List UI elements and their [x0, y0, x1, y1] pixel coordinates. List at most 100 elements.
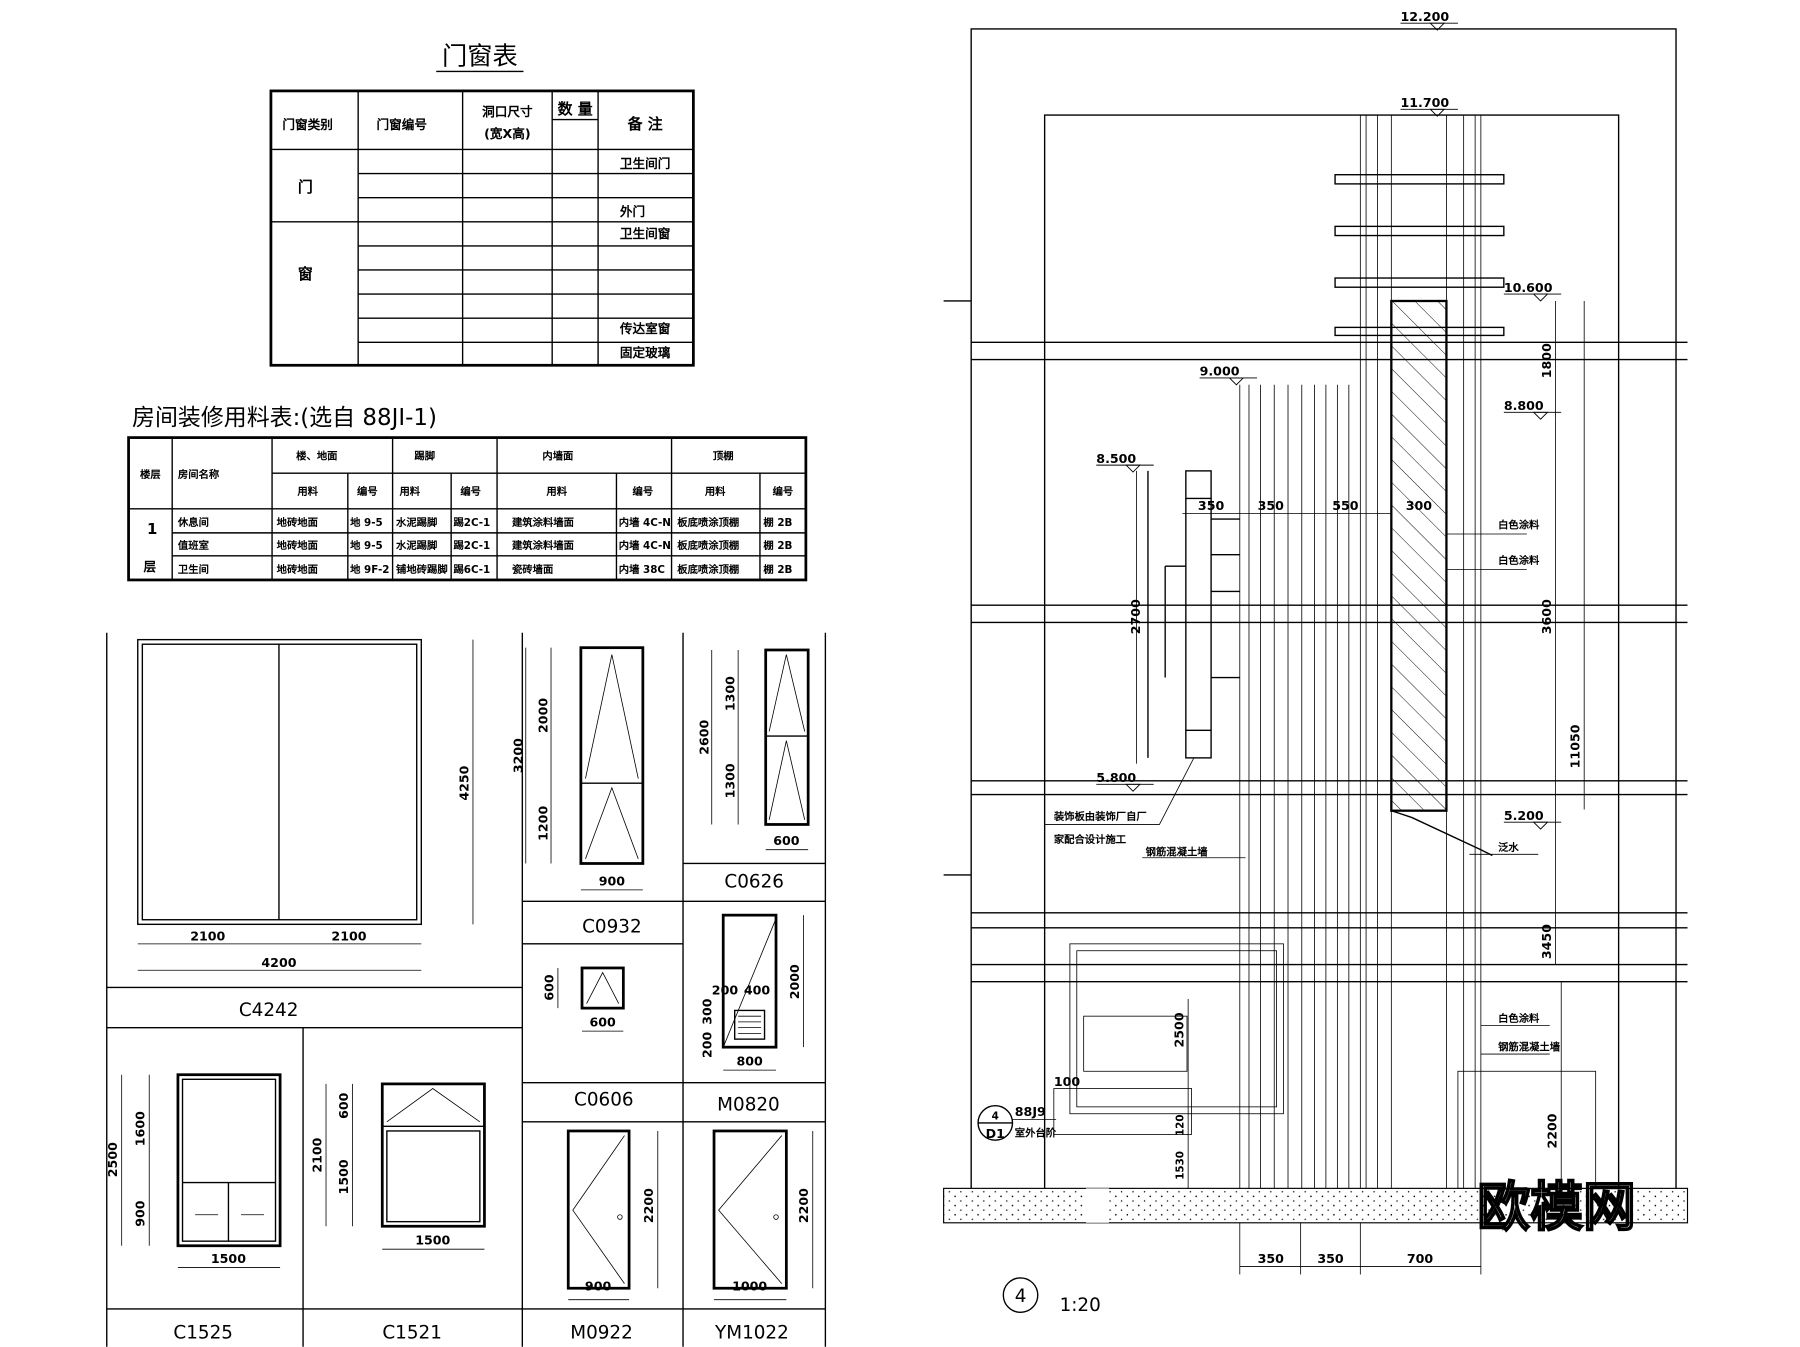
- dim: 1500: [336, 1159, 351, 1194]
- finish-rows: 休息间地砖地面 地 9-5 水泥踢脚 踢2C-1 建筑涂料墙面 内墙 4C-N 板底喷涂顶棚…: [177, 516, 793, 576]
- dim: 1300: [723, 676, 738, 711]
- level-markers: 12.20011.70010.6009.0008.8008.5005.8005.…: [1096, 9, 1562, 830]
- dim: 900: [133, 1200, 148, 1227]
- level-label: 8.500: [1096, 451, 1136, 466]
- note: 泛水: [1498, 841, 1519, 854]
- table-cell: 内墙 4C-N: [619, 516, 671, 529]
- header-code: 门窗编号: [377, 117, 428, 132]
- window-label: C0606: [574, 1090, 634, 1111]
- level-triangle-icon: [1429, 22, 1446, 31]
- window-label: C0626: [724, 872, 784, 893]
- subheader-code: 编号: [633, 485, 654, 498]
- dim-v: 2200: [1545, 1113, 1560, 1148]
- dim: 300: [700, 998, 715, 1025]
- window-c1521: 600 1500 2100 1500 C1521: [309, 1082, 486, 1344]
- table-cell: 地砖地面: [277, 563, 318, 576]
- note: 装饰板由装饰厂自厂: [1053, 810, 1147, 823]
- bottom-dim: 700: [1407, 1251, 1434, 1266]
- subheaders: 用料 编号 用料 编号 用料 编号 用料 编号: [296, 485, 793, 498]
- category-window: 窗: [298, 265, 313, 283]
- door-label: M0922: [570, 1323, 633, 1344]
- table-cell: 水泥踢脚: [396, 516, 437, 529]
- dim: 4200: [261, 955, 296, 970]
- table-cell: 地砖地面: [277, 539, 318, 552]
- table-cell: 踢2C-1: [453, 517, 490, 529]
- door-window-table-title: 门窗表: [442, 42, 518, 71]
- level-label: 11.700: [1401, 95, 1450, 110]
- table-cell: 卫生间: [178, 563, 209, 576]
- dim: 1600: [133, 1111, 148, 1146]
- level-label: 8.800: [1504, 398, 1544, 413]
- dim: 2000: [787, 964, 802, 999]
- window-c0606: 600 600 C0606: [541, 966, 634, 1111]
- level-triangle-icon: [1532, 821, 1549, 830]
- table-cell: 板底喷涂顶棚: [677, 539, 739, 552]
- dim: 900: [599, 873, 626, 888]
- section-number: 4: [1015, 1286, 1027, 1307]
- level-triangle-icon: [1532, 411, 1549, 420]
- dim: 900: [585, 1279, 612, 1294]
- dim-v: 3450: [1539, 924, 1554, 959]
- dim-v: 1800: [1539, 343, 1554, 378]
- header-quantity: 数 量: [558, 100, 593, 118]
- header-room: 房间名称: [178, 468, 220, 481]
- door-window-table: 门窗表 门窗类别 门窗编号 洞口尺寸 (宽X高) 数 量 备 注 门 窗 卫生间…: [269, 42, 695, 367]
- table-cell: 地 9-5: [350, 516, 383, 529]
- section-elevation: 350 350 700 12.20011.70010.6009.0008.800…: [943, 9, 1689, 1316]
- table-cell: 水泥踢脚: [396, 539, 437, 552]
- door-label: M0820: [717, 1094, 780, 1115]
- dim: 2200: [796, 1188, 811, 1223]
- note: 钢筋混凝土墙: [1498, 1041, 1561, 1054]
- subheader-material: 用料: [398, 485, 420, 498]
- watermark-logo: 欧模网: [1477, 1177, 1635, 1238]
- dim: 1300: [723, 763, 738, 798]
- dim: 200: [700, 1031, 715, 1058]
- drawing-frames: [106, 632, 827, 1347]
- header-remarks: 备 注: [627, 115, 663, 133]
- dim-v: 2500: [1172, 1012, 1187, 1047]
- door-m0820: 200 400 2000 200 300 800 M0820: [700, 913, 804, 1115]
- detail-ref-std: 88J9: [1015, 1104, 1046, 1119]
- table-cell: 休息间: [177, 516, 209, 529]
- bottom-dim: 350: [1258, 1251, 1285, 1266]
- level-triangle-icon: [1532, 293, 1549, 302]
- dim: 1200: [536, 806, 551, 841]
- level-triangle-icon: [1125, 464, 1142, 473]
- dim-v: 11050: [1568, 724, 1583, 768]
- dim: 2600: [696, 719, 711, 754]
- subheader-code: 编号: [773, 485, 794, 498]
- subheader-material: 用料: [545, 485, 567, 498]
- finish-table: 房间装修用料表:(选自 88JI-1) 楼层 房间名称 楼、地面 踢脚 内墙面 …: [127, 405, 808, 582]
- dim: 600: [541, 974, 556, 1001]
- dim: 200: [712, 982, 739, 997]
- dim: 2100: [331, 928, 366, 943]
- table-cell: 踢6C-1: [453, 564, 490, 576]
- dim: 800: [736, 1054, 763, 1069]
- window-label: C4242: [239, 1000, 299, 1021]
- table-cell: 内墙 38C: [619, 563, 665, 576]
- window-c0626: 1300 1300 2600 600 C0626: [696, 648, 810, 893]
- window-label: C0932: [582, 916, 642, 937]
- window-label: C1525: [173, 1323, 233, 1344]
- dim: 400: [744, 982, 771, 997]
- level-number: 1: [147, 520, 157, 538]
- level-suffix: 层: [143, 559, 156, 574]
- dim-h: 300: [1406, 498, 1433, 513]
- door-label: YM1022: [714, 1323, 789, 1344]
- level-label: 5.800: [1096, 770, 1136, 785]
- subheader-material: 用料: [704, 485, 726, 498]
- level-triangle-icon: [1228, 377, 1245, 386]
- dim: 4250: [456, 765, 471, 800]
- table-cell: 建筑涂料墙面: [511, 516, 574, 529]
- section-scale: 1:20: [1060, 1295, 1101, 1316]
- dim: 2000: [536, 698, 551, 733]
- table-cell: 铺地砖踢脚: [396, 563, 448, 576]
- dim: 2500: [105, 1142, 120, 1177]
- table-cell: 瓷砖墙面: [512, 563, 553, 576]
- dim-v: 1530: [1175, 1151, 1187, 1180]
- table-cell: 板底喷涂顶棚: [677, 516, 739, 529]
- header-level: 楼层: [140, 468, 161, 481]
- table-cell: 值班室: [178, 539, 209, 552]
- subheader-code: 编号: [357, 485, 378, 498]
